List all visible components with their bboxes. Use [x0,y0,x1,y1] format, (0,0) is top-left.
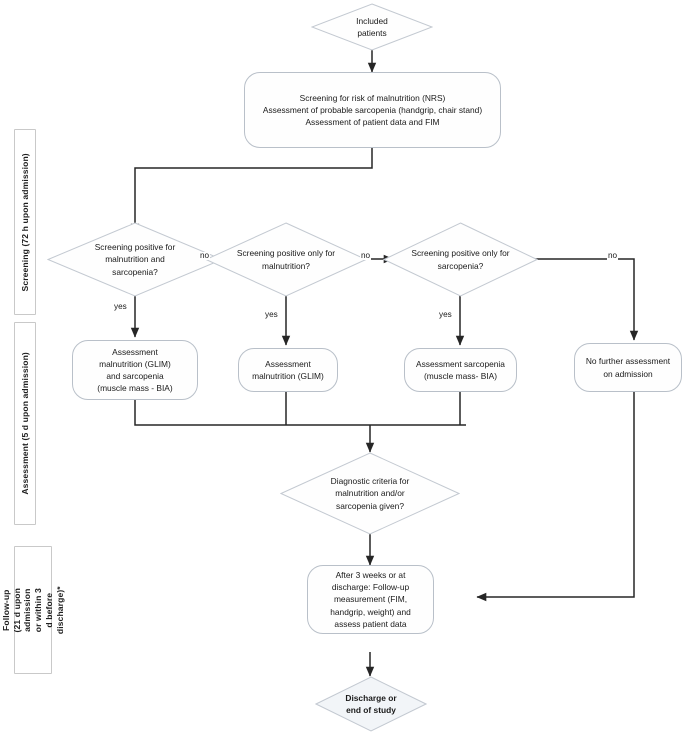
edge-label-yes-3: yes [438,310,453,320]
edge-assessboth-to-bus [134,400,466,426]
node-followup-box-label: After 3 weeks or at discharge: Follow-up… [330,570,411,629]
diamond-shape [383,222,538,297]
node-assess-malnutrition[interactable]: Assessment malnutrition (GLIM) [238,348,338,392]
node-decision-sarcopenia-label: Screening positive only for sarcopenia? [411,248,510,271]
node-no-assessment[interactable]: No further assessment on admission [574,343,682,392]
node-decision-both[interactable]: Screening positive for malnutrition and … [47,222,223,297]
diamond-shape [280,452,460,535]
diamond-shape [311,3,433,51]
node-assess-both[interactable]: Assessment malnutrition (GLIM) and sarco… [72,340,198,400]
diamond-shape [205,222,367,297]
phase-rail-assessment-label: Assessment (5 d upon admission) [19,352,30,495]
phase-rail-screening: Screening (72 h upon admission) [14,129,36,315]
node-included-patients[interactable]: Included patients [311,3,433,51]
phase-rail-followup-label: Follow-up (21 d upon admission or within… [0,586,65,634]
node-included-patients-label: Included patients [356,15,388,38]
edge-label-no-1: no [199,251,211,261]
node-assess-both-label: Assessment malnutrition (GLIM) and sarco… [97,346,173,394]
node-diagnostic-criteria[interactable]: Diagnostic criteria for malnutrition and… [280,452,460,535]
node-discharge-label: Discharge or end of study [345,692,397,715]
phase-rail-assessment: Assessment (5 d upon admission) [14,322,36,525]
edge-screening-to-decision1 [130,148,373,234]
diamond-shape [315,676,427,732]
node-followup-box[interactable]: After 3 weeks or at discharge: Follow-up… [307,565,434,634]
edge-label-yes-2: yes [264,310,279,320]
node-decision-sarcopenia[interactable]: Screening positive only for sarcopenia? [383,222,538,297]
node-no-assessment-label: No further assessment on admission [585,356,671,379]
node-screening-box[interactable]: Screening for risk of malnutrition (NRS)… [244,72,501,148]
node-diagnostic-criteria-label: Diagnostic criteria for malnutrition and… [330,476,410,511]
node-assess-malnutrition-label: Assessment malnutrition (GLIM) [252,358,324,381]
node-screening-box-label: Screening for risk of malnutrition (NRS)… [262,92,483,128]
edge-decision3-no [527,258,639,341]
edge-noassessment-to-followup [476,392,635,602]
node-assess-sarcopenia-label: Assessment sarcopenia (muscle mass- BIA) [416,358,505,381]
phase-rail-followup: Follow-up (21 d upon admission or within… [1,546,64,674]
node-decision-both-label: Screening positive for malnutrition and … [94,242,176,277]
edge-label-no-2: no [360,251,372,261]
node-decision-malnutrition-label: Screening positive only for malnutrition… [236,248,336,271]
phase-rail-screening-label: Screening (72 h upon admission) [19,152,30,292]
diamond-shape [47,222,223,297]
node-assess-sarcopenia[interactable]: Assessment sarcopenia (muscle mass- BIA) [404,348,517,392]
node-decision-malnutrition[interactable]: Screening positive only for malnutrition… [205,222,367,297]
edge-label-no-3: no [607,251,619,261]
edge-label-yes-1: yes [113,302,128,312]
node-discharge[interactable]: Discharge or end of study [315,676,427,732]
